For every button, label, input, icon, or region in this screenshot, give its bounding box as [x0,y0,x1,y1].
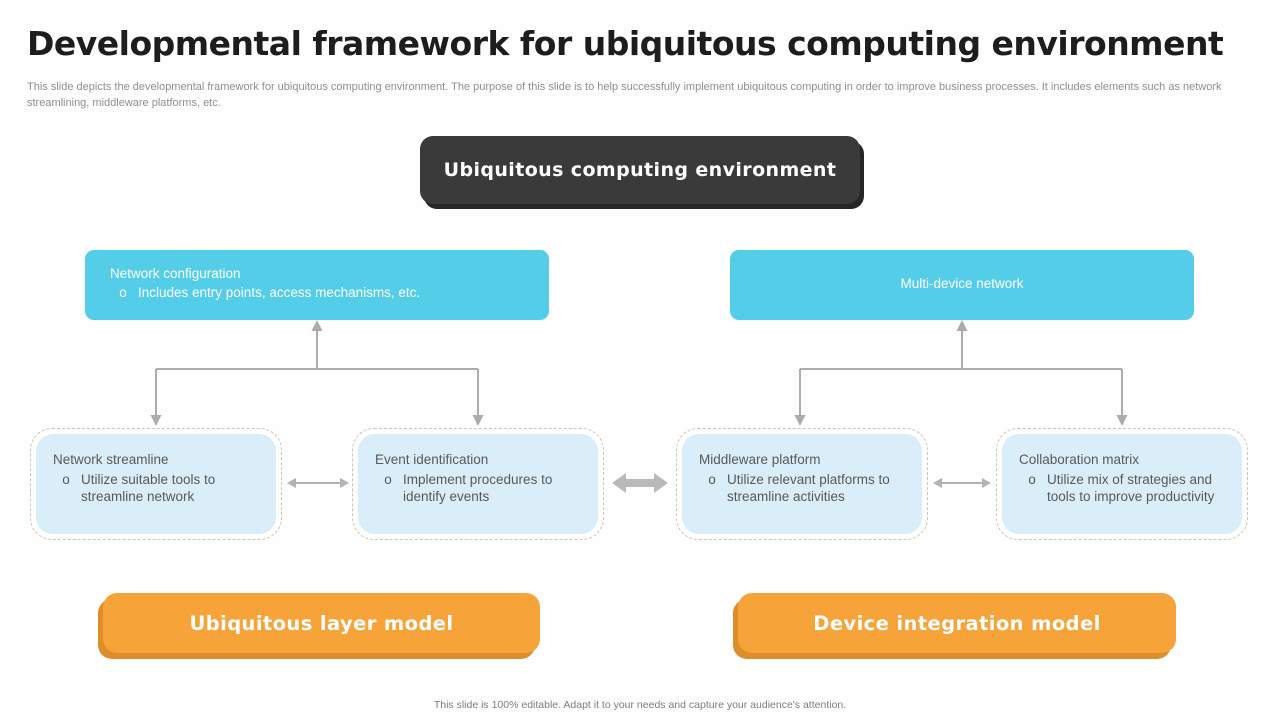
double-arrow-thick [612,473,668,493]
child-box-middleware-platform[interactable]: Middleware platform o Utilize relevant p… [676,428,928,540]
button-label: Ubiquitous layer model [189,611,454,635]
child-box-title: Event identification [375,452,489,467]
child-box-title: Network streamline [53,452,169,467]
child-box-bullet-text: Utilize suitable tools to streamline net… [81,472,216,504]
parent-box-title: Network configuration [110,266,241,281]
child-box-event-identification[interactable]: Event identification o Implement procedu… [352,428,604,540]
child-box-bullet-text: Utilize relevant platforms to streamline… [727,472,890,504]
header-box-label: Ubiquitous computing environment [443,159,837,181]
child-box-network-streamline[interactable]: Network streamline o Utilize suitable to… [30,428,282,540]
double-arrow-thin-2 [933,478,991,488]
bullet-marker: o [384,472,392,487]
child-box-inner: Collaboration matrix o Utilize mix of st… [1002,434,1242,534]
child-box-bullet-row: o Utilize relevant platforms to streamli… [699,471,910,505]
button-device-integration-model[interactable]: Device integration model [738,593,1176,653]
button-ubiquitous-layer-model[interactable]: Ubiquitous layer model [103,593,540,653]
parent-box-bullet-text: Includes entry points, access mechanisms… [138,285,421,301]
slide-description: This slide depicts the developmental fra… [27,81,1222,109]
child-box-title: Middleware platform [699,452,821,467]
child-box-inner: Event identification o Implement procedu… [358,434,598,534]
button-label: Device integration model [813,611,1101,635]
child-box-collaboration-matrix[interactable]: Collaboration matrix o Utilize mix of st… [996,428,1248,540]
page-title: Developmental framework for ubiquitous c… [27,24,1224,63]
bullet-marker: o [62,472,70,487]
parent-box-multi-device-network[interactable]: Multi-device network [730,250,1194,320]
footer-note: This slide is 100% editable. Adapt it to… [433,699,847,711]
double-arrow-thin-1 [287,478,349,488]
child-box-inner: Network streamline o Utilize suitable to… [36,434,276,534]
bullet-marker: o [119,285,127,301]
bullet-marker: o [708,472,716,487]
header-box-ubiquitous-computing-environment[interactable]: Ubiquitous computing environment [420,136,860,204]
parent-box-bullet-row: o Includes entry points, access mechanis… [110,284,531,302]
child-box-inner: Middleware platform o Utilize relevant p… [682,434,922,534]
child-box-bullet-text: Utilize mix of strategies and tools to i… [1047,472,1215,504]
parent-box-title: Multi-device network [900,276,1024,292]
child-box-title: Collaboration matrix [1019,452,1140,467]
child-box-bullet-row: o Implement procedures to identify event… [375,471,586,505]
connector-arrowheads [150,320,1128,426]
connector-right-tree [799,331,1123,417]
child-box-bullet-row: o Utilize mix of strategies and tools to… [1019,471,1230,505]
parent-box-network-configuration[interactable]: Network configuration o Includes entry p… [85,250,549,320]
child-box-bullet-row: o Utilize suitable tools to streamline n… [53,471,264,505]
child-box-bullet-text: Implement procedures to identify events [403,472,553,504]
bullet-marker: o [1028,472,1036,487]
connector-left-tree [155,331,479,417]
